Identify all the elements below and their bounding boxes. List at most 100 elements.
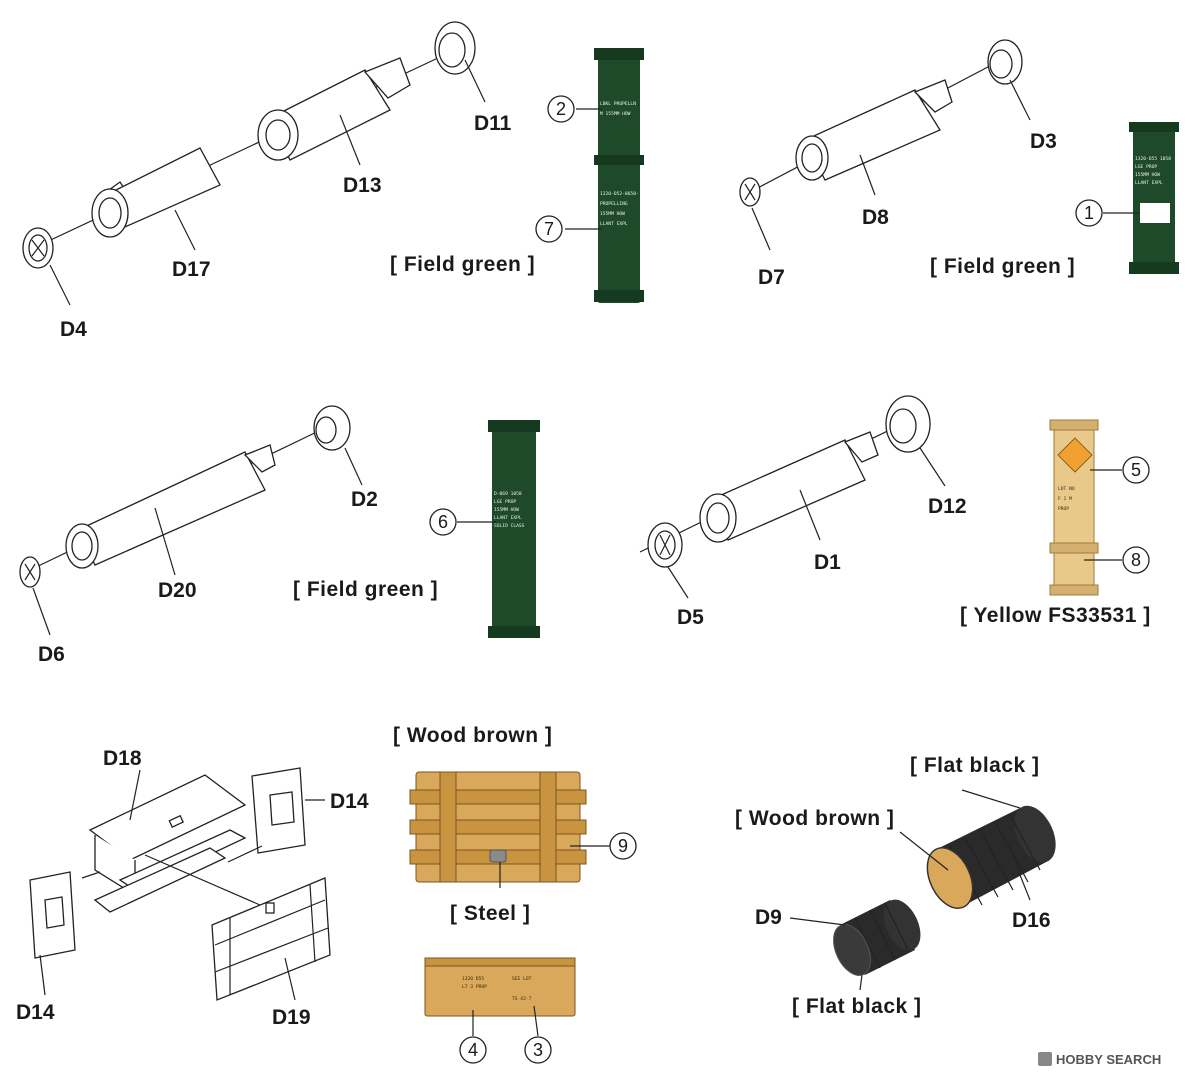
svg-text:LLANT EXPL: LLANT EXPL xyxy=(600,221,628,227)
label-d6: D6 xyxy=(38,643,65,666)
part-d16 xyxy=(926,805,1056,909)
assembly-charge-d8: D7 D8 D3 xyxy=(739,39,1057,289)
leader-d16 xyxy=(1017,869,1031,901)
label-d8: D8 xyxy=(862,206,889,229)
paint-label-steel: [ Steel ] xyxy=(450,902,530,925)
svg-text:PROPELLING: PROPELLING xyxy=(600,201,628,207)
label-d18: D18 xyxy=(103,747,142,770)
label-d17: D17 xyxy=(172,258,211,281)
leader-d17 xyxy=(174,209,196,251)
watermark: HOBBY SEARCH xyxy=(1038,1052,1161,1067)
label-d3: D3 xyxy=(1030,130,1057,153)
svg-text:LBKL PROPELLN: LBKL PROPELLN xyxy=(600,101,636,107)
callout-5: 5 xyxy=(1122,456,1150,484)
svg-text:LLANT EXPL: LLANT EXPL xyxy=(494,515,522,521)
part-d19 xyxy=(211,877,331,1001)
callout-3: 3 xyxy=(524,1036,552,1064)
part-d20 xyxy=(65,444,276,569)
part-d17 xyxy=(91,147,221,238)
leader-d5 xyxy=(667,566,689,599)
svg-text:1320-D55 1058: 1320-D55 1058 xyxy=(1135,156,1171,162)
decal-crate-front xyxy=(409,771,587,883)
leader-flat-black-top xyxy=(961,789,1021,809)
part-d4 xyxy=(22,227,54,269)
leader-d9 xyxy=(789,917,846,926)
svg-text:1320-D52-0650-: 1320-D52-0650- xyxy=(600,191,639,197)
svg-text:6: 6 xyxy=(438,512,448,532)
decal-strip-field-green-3: D-069 1058 LGE PROP 155MM HOW LLANT EXPL… xyxy=(488,420,540,638)
label-d9: D9 xyxy=(755,906,782,929)
label-d5: D5 xyxy=(677,606,704,629)
decal-crate-end: 1320 D55 LT 3 PROP SEE LOT TS 42-7 xyxy=(424,957,576,1017)
leader-d3 xyxy=(1009,79,1031,121)
svg-text:155MM HOW: 155MM HOW xyxy=(600,211,625,217)
svg-text:LT 3 PROP: LT 3 PROP xyxy=(462,984,487,990)
label-d13: D13 xyxy=(343,174,382,197)
leader-d8 xyxy=(859,154,876,196)
leader-wood-brown-cap xyxy=(899,831,949,871)
svg-text:LLANT EXPL: LLANT EXPL xyxy=(1135,180,1163,186)
svg-text:LGE PROP: LGE PROP xyxy=(1135,164,1157,170)
leader-d4 xyxy=(49,264,71,306)
part-d18 xyxy=(88,774,247,913)
leader-d1 xyxy=(799,489,821,541)
callout-7: 7 xyxy=(535,215,563,243)
label-d7: D7 xyxy=(758,266,785,289)
leader-d18 xyxy=(129,769,141,821)
label-d2: D2 xyxy=(351,488,378,511)
svg-text:PROP: PROP xyxy=(1058,506,1069,512)
arrow-d14-left xyxy=(81,871,101,879)
svg-text:SEE LOT: SEE LOT xyxy=(512,976,532,982)
leader-d11 xyxy=(464,59,486,103)
svg-text:LGE PROP: LGE PROP xyxy=(494,499,516,505)
paint-label-yellow: [ Yellow FS33531 ] xyxy=(960,604,1151,627)
svg-text:155MM HOW: 155MM HOW xyxy=(1135,172,1160,178)
part-d6 xyxy=(19,556,41,588)
callout-2: 2 xyxy=(547,95,575,123)
label-d14-left: D14 xyxy=(16,1001,55,1024)
label-d12: D12 xyxy=(928,495,967,518)
svg-text:1320 D55: 1320 D55 xyxy=(462,976,484,982)
callout-6: 6 xyxy=(429,508,457,536)
leader-d12 xyxy=(919,447,946,487)
part-d8 xyxy=(795,79,953,181)
part-d9 xyxy=(833,899,921,976)
label-d4: D4 xyxy=(60,318,87,341)
leader-flat-black-bottom xyxy=(859,974,863,991)
assembly-charge-d17: D4 D17 D13 D11 xyxy=(22,21,512,341)
paint-label-field-green-3: [ Field green ] xyxy=(293,578,438,601)
svg-text:8: 8 xyxy=(1131,550,1141,570)
leader-c3 xyxy=(533,1005,539,1037)
part-d5 xyxy=(647,522,683,568)
decal-strip-field-green-1: LBKL PROPELLN M 155MM HOW 1320-D52-0650-… xyxy=(594,48,644,303)
leader-d13 xyxy=(339,114,361,166)
paint-label-wood-brown-cap: [ Wood brown ] xyxy=(735,807,894,830)
assembly-crate: D18 D14 D14 D19 xyxy=(16,747,369,1029)
part-d14-left xyxy=(29,871,76,959)
leader-d14-left xyxy=(39,954,46,996)
callout-9: 9 xyxy=(609,832,637,860)
svg-text:M 155MM HOW: M 155MM HOW xyxy=(600,111,631,117)
svg-text:TS 42-7: TS 42-7 xyxy=(512,996,532,1002)
svg-text:155MM HOW: 155MM HOW xyxy=(494,507,519,513)
callout-4: 4 xyxy=(459,1036,487,1064)
part-d12 xyxy=(885,395,931,453)
leader-d6 xyxy=(32,587,51,636)
svg-text:LOT NO: LOT NO xyxy=(1058,486,1075,492)
leader-d7 xyxy=(751,207,771,251)
decal-strip-field-green-2: 1320-D55 1058 LGE PROP 155MM HOW LLANT E… xyxy=(1129,122,1179,274)
assembly-charge-d20: D6 D20 D2 xyxy=(19,405,378,666)
assembly-charge-d1: D5 D1 D12 xyxy=(639,395,967,629)
leader-d2 xyxy=(344,447,363,486)
svg-text:4: 4 xyxy=(468,1040,478,1060)
svg-text:D-069 1058: D-069 1058 xyxy=(494,491,522,497)
arrow-d14-right xyxy=(227,845,263,863)
svg-text:3: 3 xyxy=(533,1040,543,1060)
svg-text:9: 9 xyxy=(618,836,628,856)
label-d19: D19 xyxy=(272,1006,311,1029)
label-d20: D20 xyxy=(158,579,197,602)
part-d13 xyxy=(257,57,411,161)
part-d7 xyxy=(739,177,761,207)
callout-1: 1 xyxy=(1075,199,1103,227)
